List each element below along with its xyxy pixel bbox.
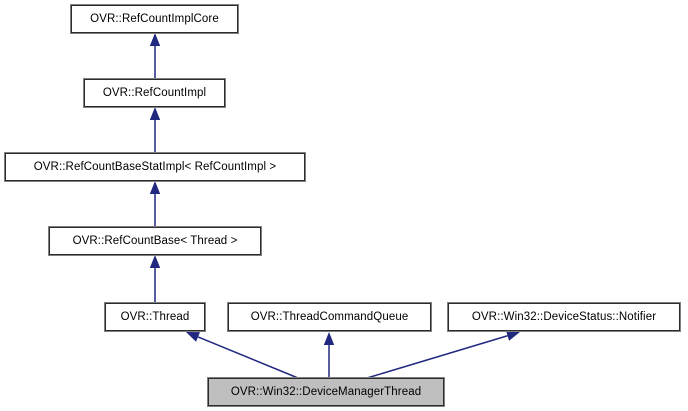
edge-edge-refcountimpl-to-core — [149, 33, 161, 79]
class-node-refcountbase-thread[interactable]: OVR::RefCountBase< Thread > — [48, 226, 262, 256]
class-node-label: OVR::RefCountBase< Thread > — [72, 235, 238, 247]
edge-arrowhead — [149, 255, 161, 268]
class-node-refcountbasestatimpl[interactable]: OVR::RefCountBaseStatImpl< RefCountImpl … — [4, 152, 306, 182]
class-node-devicestatus-notifier[interactable]: OVR::Win32::DeviceStatus::Notifier — [447, 302, 681, 332]
class-node-label: OVR::RefCountImpl — [102, 87, 207, 99]
edge-arrowhead — [323, 332, 335, 345]
edge-edge-dmt-to-thread — [186, 332, 299, 379]
class-node-label: OVR::Win32::DeviceStatus::Notifier — [471, 311, 657, 323]
class-node-label: OVR::Win32::DeviceManagerThread — [230, 386, 422, 398]
edge-edge-dmt-to-notifier — [366, 330, 520, 379]
class-node-thread[interactable]: OVR::Thread — [104, 302, 206, 332]
edge-line — [197, 336, 299, 379]
edge-edge-refcountbase-to-statimpl — [149, 181, 161, 227]
class-node-threadcommandqueue[interactable]: OVR::ThreadCommandQueue — [227, 302, 432, 332]
edge-edge-thread-to-refcountbase — [149, 255, 161, 303]
class-node-devicemanagerthread[interactable]: OVR::Win32::DeviceManagerThread — [207, 377, 445, 407]
edge-edge-dmt-to-tcq — [323, 332, 335, 378]
class-node-refcountimpl[interactable]: OVR::RefCountImpl — [83, 78, 226, 108]
edge-arrowhead — [186, 332, 201, 342]
edge-edge-statimpl-to-refcountimpl — [149, 107, 161, 153]
class-node-label: OVR::ThreadCommandQueue — [250, 311, 409, 323]
edge-arrowhead — [506, 330, 520, 341]
edge-line — [366, 335, 508, 379]
class-node-label: OVR::RefCountImplCore — [90, 13, 219, 25]
class-node-refcountimplcore[interactable]: OVR::RefCountImplCore — [70, 4, 239, 34]
edge-arrowhead — [149, 181, 161, 194]
edge-arrowhead — [149, 107, 161, 120]
class-node-label: OVR::Thread — [120, 311, 190, 323]
edge-arrowhead — [149, 33, 161, 46]
class-node-label: OVR::RefCountBaseStatImpl< RefCountImpl … — [33, 161, 277, 173]
